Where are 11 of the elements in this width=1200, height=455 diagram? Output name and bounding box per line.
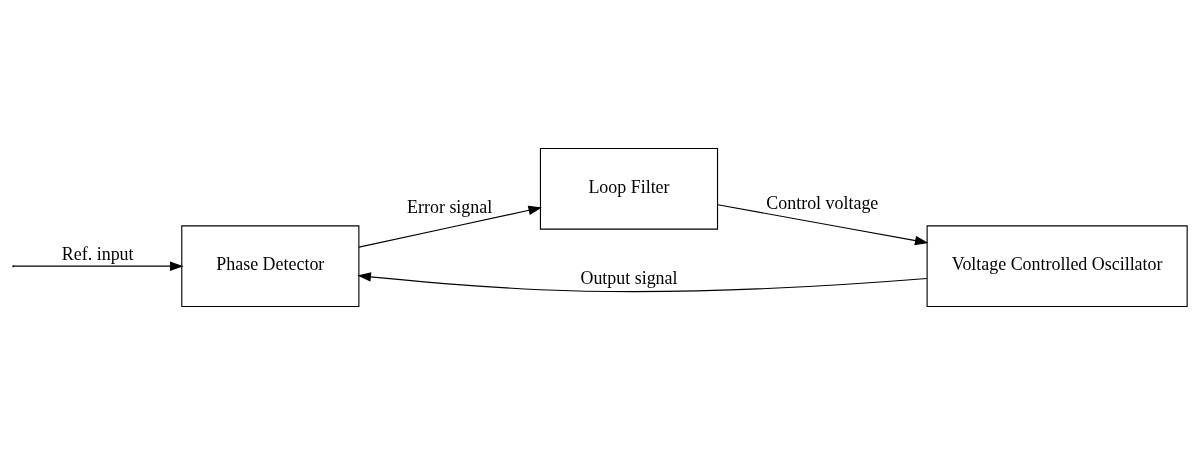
arrow xyxy=(717,204,929,246)
node-box: Voltage Controlled Oscillator xyxy=(926,225,1188,308)
edge-label: Control voltage xyxy=(766,192,879,213)
edge-label: Ref. input xyxy=(61,244,134,265)
arrow xyxy=(358,205,542,248)
edge-label: Error signal xyxy=(407,197,493,218)
arrow xyxy=(357,272,928,293)
edge-label: Output signal xyxy=(580,267,678,288)
node-box: Loop Filter xyxy=(539,147,719,230)
arrow xyxy=(13,261,184,271)
node-box: Phase Detector xyxy=(181,225,360,308)
